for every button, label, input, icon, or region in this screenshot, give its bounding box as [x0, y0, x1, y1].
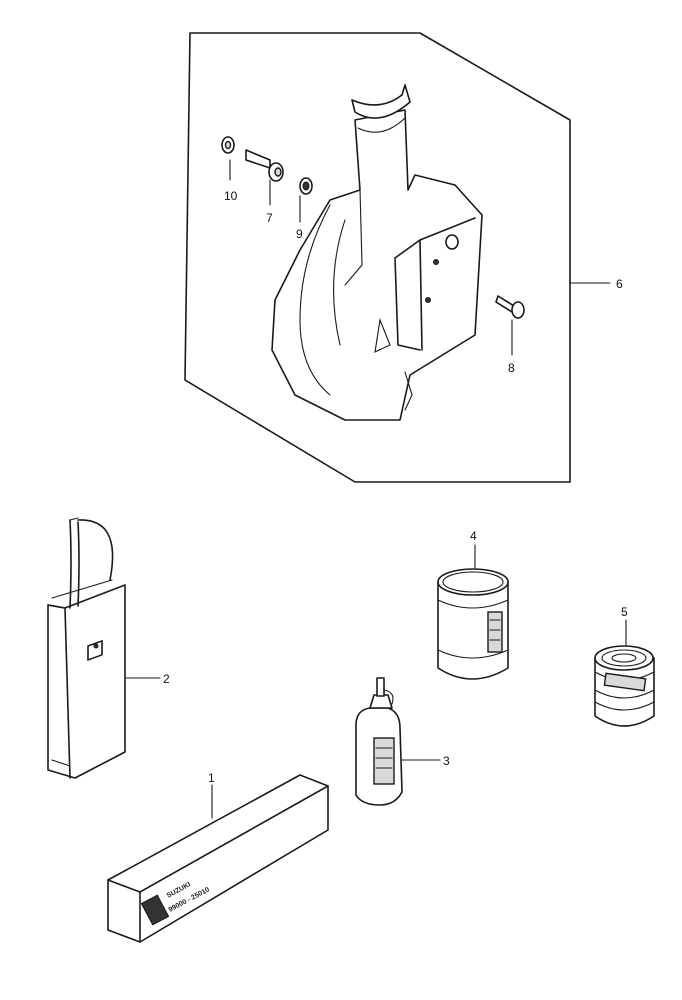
callout-10: 10	[224, 189, 238, 203]
tank-assembly	[271, 84, 483, 421]
callout-6: 6	[616, 277, 623, 291]
callout-3: 3	[443, 754, 450, 768]
washer-part-10	[221, 136, 235, 154]
oil-bottle-part-3	[355, 677, 403, 806]
assembly-group-outline	[184, 32, 571, 483]
tin-part-5	[594, 645, 655, 727]
tank-body	[271, 109, 483, 421]
callout-5: 5	[621, 605, 628, 619]
filler-neck	[351, 84, 411, 119]
tool-pouch-part-2	[47, 517, 126, 779]
callout-7: 7	[266, 211, 273, 225]
callout-4: 4	[470, 529, 477, 543]
screw-part-7	[245, 149, 284, 182]
callout-1: 1	[208, 771, 215, 785]
callout-9: 9	[296, 227, 303, 241]
can-part-4	[437, 568, 509, 680]
callout-2: 2	[163, 672, 170, 686]
grommet-part-9	[299, 177, 313, 195]
box-part-1: SUZUKI 99000 - 25010	[107, 774, 329, 943]
callout-8: 8	[508, 361, 515, 375]
bolt-part-8	[495, 295, 525, 319]
